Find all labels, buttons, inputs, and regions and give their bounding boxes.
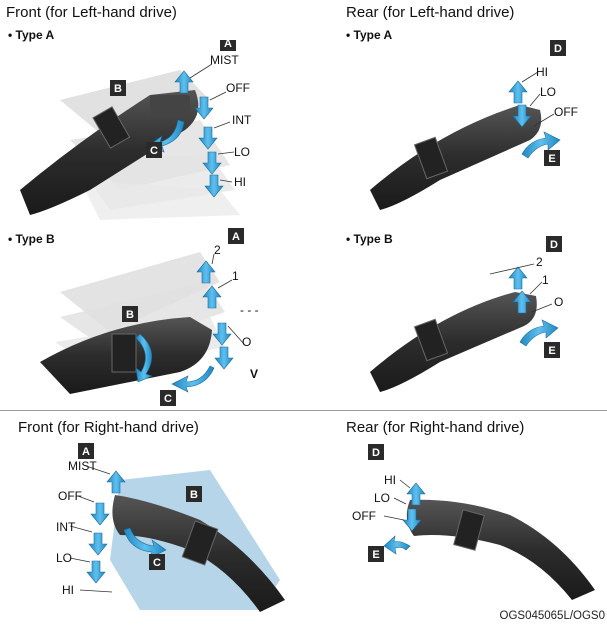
badge-d-rhd: D bbox=[372, 447, 380, 459]
arrow-hi-rear bbox=[508, 80, 528, 104]
arrow-e-rotate-rhd bbox=[383, 535, 411, 555]
label-o-rear: O bbox=[554, 295, 563, 309]
diagram-rear-rhd: D E HI LO OFF bbox=[352, 444, 595, 600]
diagram-rear-lhd-type-b: D E 2 1 O bbox=[370, 236, 563, 392]
stalk-tip bbox=[150, 95, 190, 117]
subtitle-type-a-front: • Type A bbox=[8, 28, 55, 42]
arrow-2-rear bbox=[508, 266, 528, 290]
badge-a: A bbox=[224, 40, 232, 50]
label-2-rear: 2 bbox=[536, 255, 543, 269]
wiper-stalk-rear-b bbox=[370, 292, 537, 392]
badge-a-b: A bbox=[232, 231, 240, 243]
arrow-off-rhd bbox=[90, 502, 110, 526]
label-lo-rhd: LO bbox=[56, 551, 72, 565]
label-lo: LO bbox=[234, 145, 250, 159]
badge-a-rhd: A bbox=[82, 446, 90, 458]
badge-e: E bbox=[548, 153, 555, 165]
label-o: O bbox=[242, 335, 251, 349]
label-lo-rear: LO bbox=[540, 85, 556, 99]
title-front-rhd: Front (for Right-hand drive) bbox=[18, 419, 199, 436]
label-hi-rear: HI bbox=[536, 65, 548, 79]
arrow-int-rhd bbox=[88, 532, 108, 556]
label-hi-rhd: HI bbox=[62, 583, 74, 597]
label-v: V bbox=[250, 367, 258, 381]
label-2: 2 bbox=[214, 243, 221, 257]
label-dash: - - - bbox=[240, 303, 259, 317]
badge-b: B bbox=[114, 83, 122, 95]
arrow-e-rotate-b bbox=[519, 319, 559, 347]
label-lo-rear-rhd: LO bbox=[374, 491, 390, 505]
badge-c: C bbox=[150, 145, 158, 157]
label-off: OFF bbox=[226, 81, 250, 95]
label-hi-rear-rhd: HI bbox=[384, 473, 396, 487]
title-rear-lhd: Rear (for Left-hand drive) bbox=[346, 4, 515, 21]
figure-code: OGS045065L/OGS0 bbox=[499, 610, 605, 622]
section-divider bbox=[0, 410, 607, 411]
label-mist-rhd: MIST bbox=[68, 459, 97, 473]
badge-c-b: C bbox=[164, 393, 172, 405]
badge-c-rhd: C bbox=[153, 557, 161, 569]
label-1: 1 bbox=[232, 269, 239, 283]
subtitle-type-b-rear: • Type B bbox=[346, 232, 393, 246]
arrow-c-rotate-b bbox=[171, 365, 215, 393]
arrow-lo-rhd bbox=[86, 560, 106, 584]
diagram-front-lhd-type-a: A B C MIST OFF INT LO HI bbox=[20, 40, 252, 220]
badge-e-b: E bbox=[548, 345, 555, 357]
badge-d-b: D bbox=[550, 239, 558, 251]
label-hi: HI bbox=[234, 175, 246, 189]
label-mist: MIST bbox=[210, 53, 239, 67]
badge-b-b: B bbox=[126, 309, 134, 321]
wiper-stalk-rear-rhd bbox=[406, 499, 595, 600]
badge-d: D bbox=[554, 43, 562, 55]
stalk-ring-switch-b bbox=[111, 333, 137, 373]
stalk-ring-switch bbox=[92, 106, 131, 149]
label-off-rear: OFF bbox=[554, 105, 578, 119]
subtitle-type-a-rear: • Type A bbox=[346, 28, 393, 42]
label-int-rhd: INT bbox=[56, 520, 76, 534]
arrow-e-rotate bbox=[521, 131, 561, 159]
diagram-front-lhd-type-b: A B C 2 1 - - - O V bbox=[40, 228, 259, 406]
wiper-stalk bbox=[20, 90, 199, 215]
wiper-stalk-rear bbox=[370, 105, 542, 210]
title-front-lhd: Front (for Left-hand drive) bbox=[6, 4, 177, 21]
diagram-rear-lhd-type-a: D E HI LO OFF bbox=[370, 40, 578, 210]
label-off-rear-rhd: OFF bbox=[352, 509, 376, 523]
badge-e-rhd: E bbox=[372, 549, 379, 561]
diagram-front-rhd: A B C MIST OFF INT LO HI bbox=[56, 443, 285, 612]
title-rear-rhd: Rear (for Right-hand drive) bbox=[346, 419, 525, 436]
arrow-v bbox=[214, 346, 234, 370]
badge-b-rhd: B bbox=[190, 489, 198, 501]
ghost-position-hi bbox=[80, 180, 240, 220]
label-1-rear: 1 bbox=[542, 273, 549, 287]
subtitle-type-b-front: • Type B bbox=[8, 232, 55, 246]
arrow-b-rotate bbox=[135, 333, 153, 383]
label-int: INT bbox=[232, 113, 252, 127]
label-off-rhd: OFF bbox=[58, 489, 82, 503]
